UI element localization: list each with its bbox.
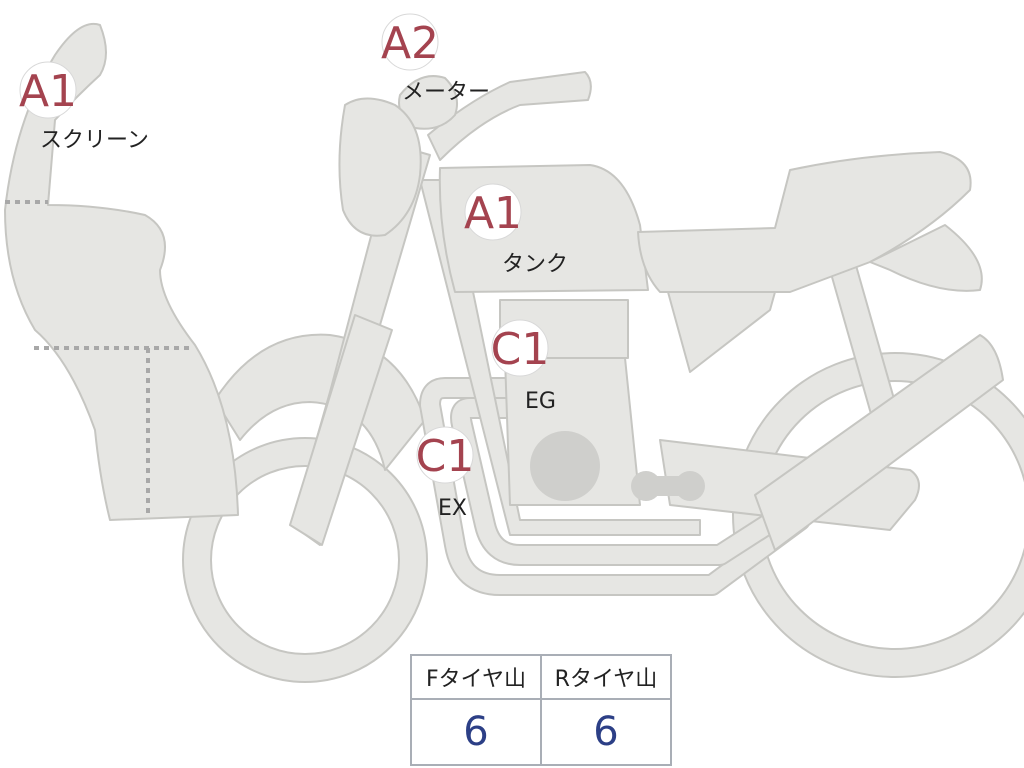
- exhaust-pipes: [419, 377, 811, 596]
- marker-exhaust-label: EX: [438, 496, 467, 521]
- marker-meter-badge: [381, 13, 439, 71]
- muffler: [754, 334, 1004, 551]
- marker-exhaust-grade: C1: [416, 431, 475, 482]
- front-wheel: [182, 437, 428, 683]
- marker-exhaust-badge: [416, 426, 474, 484]
- marker-engine-grade: C1: [491, 324, 550, 375]
- tire-table-header-row: Fタイヤ山 Rタイヤ山: [410, 654, 672, 700]
- front-tire-header: Fタイヤ山: [410, 654, 542, 700]
- marker-engine-badge: [491, 319, 549, 377]
- marker-tank-badge: [464, 183, 522, 241]
- marker-meter-label: メーター: [402, 80, 490, 105]
- marker-tank: A1 タンク: [464, 183, 568, 277]
- marker-meter: A2 メーター: [381, 13, 490, 105]
- tire-table-value-row: 6 6: [410, 698, 672, 766]
- marker-screen-grade: A1: [19, 66, 77, 117]
- side-cover: [667, 291, 776, 373]
- fairing: [4, 22, 239, 521]
- marker-engine-label: EG: [525, 389, 556, 414]
- tire-tread-table: Fタイヤ山 Rタイヤ山 6 6: [410, 654, 672, 766]
- marker-screen-badge: [19, 61, 77, 119]
- fork-guard: [289, 314, 393, 546]
- rear-tire-header: Rタイヤ山: [540, 654, 672, 700]
- marker-screen: A1 スクリーン: [19, 61, 149, 153]
- marker-tank-grade: A1: [464, 188, 522, 239]
- front-tire-value: 6: [410, 698, 542, 766]
- rear-tire-value: 6: [540, 698, 672, 766]
- handlebar: [427, 71, 592, 161]
- marker-tank-label: タンク: [502, 252, 568, 277]
- tail-cowl: [869, 224, 983, 292]
- marker-screen-label: スクリーン: [40, 128, 149, 153]
- marker-meter-grade: A2: [381, 18, 439, 69]
- seat: [637, 151, 972, 293]
- headlight: [338, 97, 422, 237]
